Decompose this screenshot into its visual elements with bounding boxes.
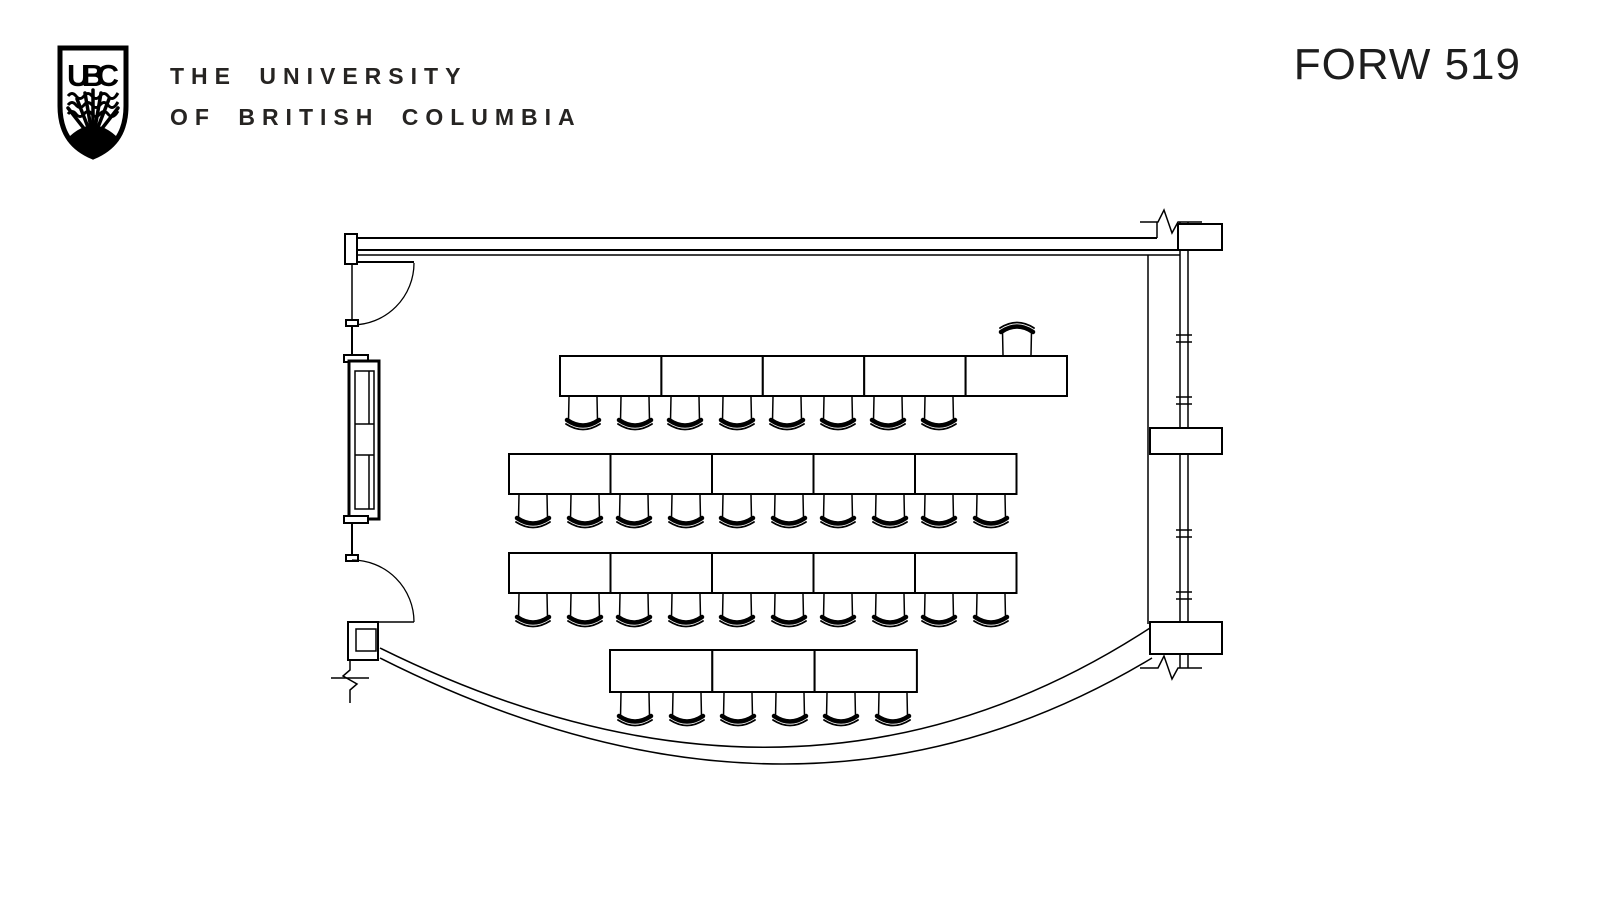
wall-break-mark-bottom (1140, 654, 1202, 681)
furniture-row-1 (559, 323, 1068, 430)
chair (773, 693, 807, 726)
chair (516, 495, 550, 528)
chair (669, 594, 703, 627)
ubc-shield-icon: UBC (57, 45, 129, 160)
table (813, 649, 918, 693)
furniture-layer (508, 323, 1068, 726)
chair (873, 594, 907, 627)
table (812, 453, 916, 495)
chair (668, 397, 702, 430)
curved-wall (379, 627, 1153, 765)
chair (720, 594, 754, 627)
column-middle (1149, 427, 1223, 455)
chair (618, 693, 652, 726)
chair (720, 397, 754, 430)
table (609, 453, 713, 495)
door-swing-arc-upper (351, 262, 415, 326)
chair (720, 495, 754, 528)
chair (873, 495, 907, 528)
instructor-chair (1000, 323, 1034, 356)
wall-board-unit (347, 359, 381, 521)
wall-break-mark-top (1140, 208, 1202, 235)
ubc-logo: UBC (55, 44, 131, 161)
chair (670, 693, 704, 726)
table (914, 453, 1018, 495)
chair (516, 594, 550, 627)
table (508, 453, 612, 495)
door-jamb-cap (344, 233, 358, 265)
chair (974, 495, 1008, 528)
university-wordmark: THE UNIVERSITY OF BRITISH COLUMBIA (170, 56, 582, 138)
window-mullion-ticks (1176, 334, 1192, 600)
chair (568, 495, 602, 528)
chair (824, 693, 858, 726)
chair (821, 594, 855, 627)
table (711, 453, 815, 495)
table (863, 355, 967, 397)
university-wordmark-line1: THE UNIVERSITY (170, 63, 468, 89)
chair (922, 397, 956, 430)
chair (922, 495, 956, 528)
chair (669, 495, 703, 528)
chair (617, 594, 651, 627)
top-wall (344, 208, 1202, 265)
chair (922, 594, 956, 627)
table (761, 355, 866, 397)
furniture-row-2 (508, 453, 1018, 528)
table (660, 355, 764, 397)
room-code-label: FORW 519 (1293, 40, 1521, 89)
table (609, 552, 713, 594)
chair (821, 495, 855, 528)
furniture-row-3 (508, 552, 1018, 627)
table (812, 552, 916, 594)
wall-break-mark-left (331, 660, 369, 703)
chair (876, 693, 910, 726)
window-wall (1140, 222, 1223, 681)
table (964, 355, 1068, 397)
column-bottom (1149, 621, 1223, 655)
left-wall (331, 262, 415, 703)
table (711, 649, 816, 693)
furniture-row-4 (609, 649, 918, 726)
chair (770, 397, 804, 430)
chair (618, 397, 652, 430)
column-top (1177, 223, 1223, 251)
table (609, 649, 714, 693)
ubc-monogram: UBC (67, 58, 119, 93)
chair (772, 594, 806, 627)
chair (871, 397, 905, 430)
chair (772, 495, 806, 528)
chair (721, 693, 755, 726)
table (711, 552, 815, 594)
table (559, 355, 663, 397)
table (914, 552, 1018, 594)
door-swing-arc-lower (351, 559, 415, 623)
lower-left-pier (347, 621, 379, 661)
chair (974, 594, 1008, 627)
chair (568, 594, 602, 627)
chair (617, 495, 651, 528)
chair (821, 397, 855, 430)
chair (566, 397, 600, 430)
university-wordmark-line2: OF BRITISH COLUMBIA (170, 104, 582, 130)
table (508, 552, 612, 594)
